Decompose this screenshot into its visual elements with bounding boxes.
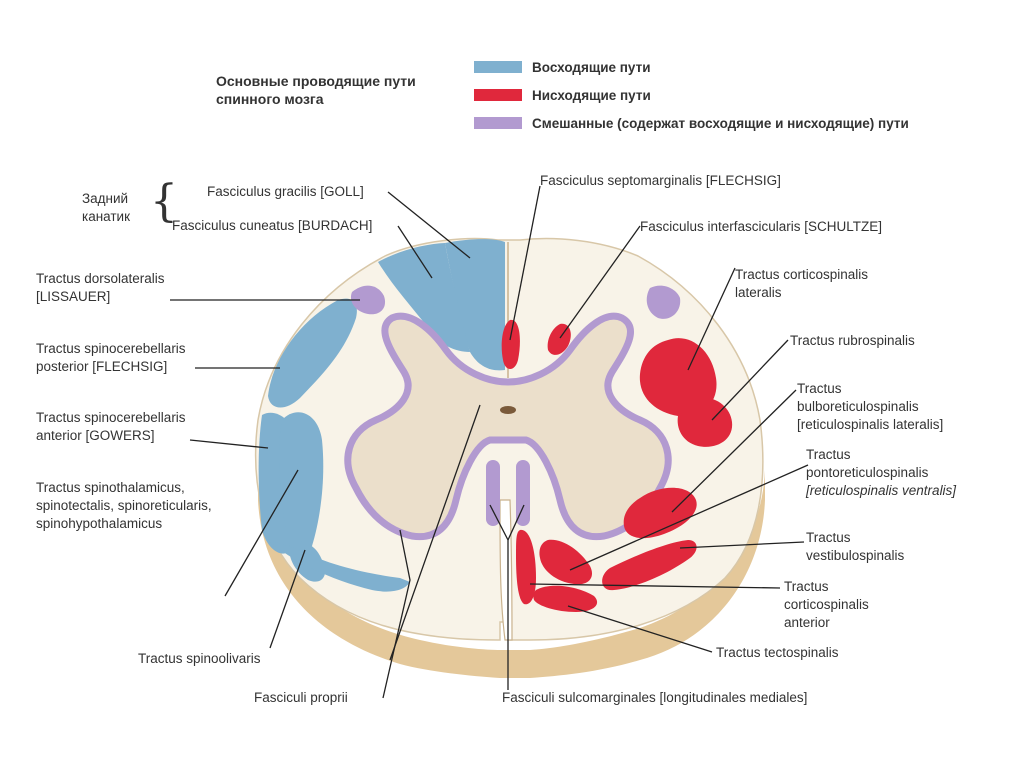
label-bulboret-alt: [reticulospinalis lateralis] <box>797 417 944 432</box>
tract-bulboreticulospinal <box>623 487 697 539</box>
leader-lines <box>170 185 809 699</box>
label-sulcomarginales: Fasciculi sulcomarginales [longitudinale… <box>502 690 808 705</box>
tract-pontoreticulospinal <box>539 539 593 585</box>
tract-cuneatus <box>378 243 470 352</box>
legend-label-mixed: Смешанные (содержат восходящие и нисходя… <box>532 115 909 131</box>
tract-corticospinal-anterior <box>516 529 536 605</box>
label-spinothalamicus: Tractus spinothalamicus, spinotectalis, … <box>36 480 212 531</box>
label-spinoolivaris: Tractus spinoolivaris <box>138 651 261 666</box>
tract-gracilis <box>445 239 505 371</box>
tract-spinothalamic <box>278 412 324 552</box>
leader-corticospinal-ant <box>529 583 781 589</box>
label-interfascicularis: Fasciculus interfascicularis [SCHULTZE] <box>640 219 883 234</box>
leader-vestibulospinal <box>679 541 805 549</box>
label-pontoret-alt: [reticulospinalis ventralis] <box>806 483 957 498</box>
tract-dorsolateral-right <box>646 285 681 319</box>
leader-bulboret <box>671 389 797 513</box>
leader-corticospinal-lat <box>687 267 736 371</box>
tract-sulcomarginal-left <box>486 460 500 526</box>
leader-tectospinal <box>567 605 713 653</box>
diagram-title: Основные проводящие пути спинного мозга <box>216 73 416 107</box>
leader-septomarginal <box>509 185 541 341</box>
leader-sulcomarginal-2 <box>507 504 525 541</box>
label-spinocer-post: Tractus spinocerebellaris posterior [FLE… <box>36 341 186 374</box>
anterior-median-fissure <box>499 499 513 641</box>
label-corticospinal-ant: Tractus corticospinalis anterior <box>784 579 869 630</box>
label-bulboret: Tractus bulboreticulospinalis <box>797 381 919 414</box>
label-dorsolateralis: Tractus dorsolateralis [LISSAUER] <box>36 271 165 304</box>
leader-gracilis <box>387 191 471 259</box>
legend-swatch-mixed <box>474 117 522 129</box>
label-proprii: Fasciculi proprii <box>254 690 348 705</box>
label-septomarginalis: Fasciculus septomarginalis [FLECHSIG] <box>540 173 781 188</box>
legend-label-descending: Нисходящие пути <box>532 87 651 103</box>
label-cuneatus: Fasciculus cuneatus [BURDACH] <box>172 218 373 233</box>
label-tectospinalis: Tractus tectospinalis <box>716 645 839 660</box>
label-corticospinal-lat: Tractus corticospinalis lateralis <box>735 267 869 300</box>
tract-tectospinal <box>533 585 598 612</box>
leader-proprii <box>382 529 411 699</box>
leader-spinothalamic <box>224 469 299 597</box>
leader-interfascicular <box>559 225 641 339</box>
tract-vestibulospinal <box>602 540 697 591</box>
leader-pontoret <box>569 464 809 571</box>
funiculus-brace: { <box>150 176 178 227</box>
label-gracilis: Fasciculus gracilis [GOLL] <box>207 184 364 199</box>
tract-corticospinal-lateral <box>639 338 717 417</box>
leader-proprii-2 <box>389 404 481 661</box>
gray-matter <box>344 312 672 541</box>
legend-item-ascending: Восходящие пути <box>474 58 651 76</box>
legend-label-ascending: Восходящие пути <box>532 59 651 75</box>
tract-septomarginal <box>501 319 520 369</box>
leader-spinocer-ant <box>189 439 269 449</box>
legend-item-mixed: Смешанные (содержат восходящие и нисходя… <box>474 114 909 132</box>
legend-swatch-ascending <box>474 61 522 73</box>
legend-swatch-descending <box>474 89 522 101</box>
tract-rubrospinal <box>677 397 733 447</box>
legend-item-descending: Нисходящие пути <box>474 86 651 104</box>
label-rubrospinalis: Tractus rubrospinalis <box>790 333 915 348</box>
label-spinocer-ant: Tractus spinocerebellaris anterior [GOWE… <box>36 410 186 443</box>
tract-sulcomarginal-right <box>516 460 530 526</box>
tract-spinocerebellar-posterior <box>268 298 357 408</box>
label-vestibulospinalis: Tractus vestibulospinalis <box>806 530 905 563</box>
leader-rubrospinal <box>711 339 789 421</box>
tract-dorsolateral <box>350 285 386 315</box>
leader-cuneatus <box>397 225 433 279</box>
label-pontoret: Tractus pontoreticulospinalis <box>806 447 929 480</box>
label-posterior-funiculus: Задний канатик <box>82 191 131 224</box>
leader-spinoolivary <box>269 549 306 649</box>
central-canal <box>500 406 516 414</box>
